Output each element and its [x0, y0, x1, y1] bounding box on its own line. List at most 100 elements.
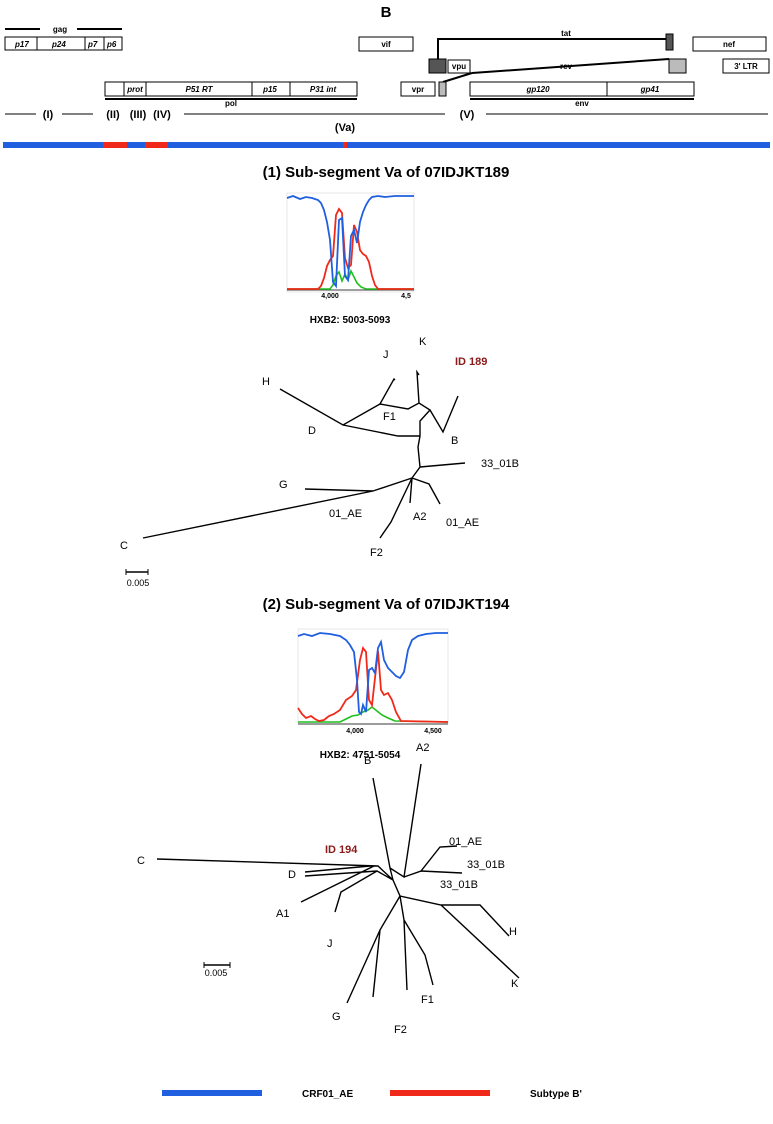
panel-1-tip-f2: F2 [370, 547, 383, 559]
p6-label: p6 [106, 40, 117, 49]
vpr-box [400, 81, 436, 97]
panel-2-red-trace [297, 645, 449, 723]
panel-2-tip-01-ae: 01_AE [449, 836, 482, 848]
panel-1-tip-b: B [451, 435, 458, 447]
panel-letter: B [381, 4, 392, 21]
panel-2-bootscan-frame [297, 628, 449, 725]
nef-box [692, 36, 767, 52]
vpu-label: vpu [452, 62, 466, 71]
pol-label: pol [225, 99, 237, 108]
ltr-label: 3' LTR [734, 62, 758, 71]
panel-2-green-trace [298, 705, 449, 723]
panel-2-scale-label: 0.005 [205, 968, 228, 978]
panel-2-tip-c: C [137, 855, 145, 867]
panel-2-tip-d: D [288, 869, 296, 881]
panel-2-scale-bar: 0.005 [203, 962, 231, 978]
panel-2-tip-f1: F1 [421, 994, 434, 1006]
panel-1-tip-c: C [120, 540, 128, 552]
legend-swatch-subtype-b [390, 1090, 490, 1096]
legend-label-subtype-b: Subtype B' [530, 1089, 582, 1100]
panel-1-tip-h: H [262, 376, 270, 388]
p24-label: p24 [51, 40, 66, 49]
vpu-box [447, 59, 471, 74]
tat-exon1 [428, 58, 447, 74]
mosaic-bar-b-1 [103, 142, 127, 148]
panel-1-tip-01-ae-a: 01_AE [329, 508, 362, 520]
gag-label: gag [53, 25, 67, 34]
panel-1-tip-id-189: ID 189 [455, 356, 487, 368]
legend: CRF01_AE Subtype B' [162, 1089, 582, 1100]
panel-2-bootscan: 4,000 4,500 [297, 628, 449, 735]
panel-1-tip-a2: A2 [413, 511, 426, 523]
segment-iii: (III) [130, 109, 147, 121]
p51rt-label: P51 RT [186, 85, 214, 94]
tat-exon2 [665, 33, 674, 51]
legend-label-crf01-ae: CRF01_AE [302, 1089, 353, 1100]
mosaic-bar-crf01ae [3, 142, 770, 148]
panel-1-tip-d: D [308, 425, 316, 437]
vif-label: vif [381, 40, 391, 49]
rev-line-a [442, 72, 473, 83]
p17-label: p17 [14, 40, 29, 49]
panel-2: (2) Sub-segment Va of 07IDJKT194 4,000 4… [137, 596, 520, 1036]
panel-2-tick-1: 4,000 [346, 728, 364, 735]
segment-v: (V) [460, 109, 475, 121]
panel-2-tip-g: G [332, 1011, 341, 1023]
legend-swatch-crf01-ae [162, 1090, 262, 1096]
panel-1-hxb2: HXB2: 5003-5093 [310, 315, 391, 326]
ltr-box [722, 58, 770, 74]
panel-2-tip-33-01b-a: 33_01B [467, 859, 505, 871]
vif-box [358, 36, 414, 52]
panel-2-tick-2: 4,500 [424, 728, 442, 735]
rev-exon2 [668, 58, 687, 74]
panel-1-blue-trace [286, 195, 414, 289]
p31int-label: P31 int [310, 85, 337, 94]
panel-1-tree [142, 369, 466, 539]
tat-line [437, 38, 669, 59]
rev-exon1 [438, 81, 447, 97]
panel-2-branch [156, 763, 520, 1004]
gp120-label: gp120 [525, 85, 550, 94]
panel-1-tips: H J K ID 189 F1 D B 33_01B G 01_AE A2 01… [120, 336, 519, 559]
segment-i: (I) [43, 109, 54, 121]
panel-1-scale-bar: 0.005 [125, 569, 149, 588]
gp41-label: gp41 [640, 85, 660, 94]
panel-1-title: (1) Sub-segment Va of 07IDJKT189 [263, 164, 510, 181]
panel-2-tip-id-194: ID 194 [325, 844, 358, 856]
panel-1-tip-j: J [383, 349, 389, 361]
mosaic-bar-b-2 [145, 142, 168, 148]
panel-2-tip-33-01b-b: 33_01B [440, 879, 478, 891]
panel-1-tip-01-ae-b: 01_AE [446, 517, 479, 529]
rev-line-b [471, 58, 670, 74]
panel-1-tip-k: K [419, 336, 427, 348]
panel-1-tip-f1: F1 [383, 411, 396, 423]
panel-2-tip-j: J [327, 938, 333, 950]
panel-2-tip-f2: F2 [394, 1024, 407, 1036]
nef-label: nef [723, 40, 735, 49]
panel-2-tip-a2: A2 [416, 742, 429, 754]
panel-1-tick-2: 4,5 [401, 293, 411, 300]
vpr-label: vpr [412, 85, 424, 94]
gag-box [4, 36, 123, 51]
panel-1: (1) Sub-segment Va of 07IDJKT189 4,000 4… [120, 164, 519, 588]
segment-va: (Va) [335, 122, 356, 134]
genome-map: B gag p17 p24 p7 p6 vif tat nef 3' LTR v… [3, 4, 770, 148]
panel-2-title: (2) Sub-segment Va of 07IDJKT194 [263, 596, 510, 613]
panel-2-tip-a1: A1 [276, 908, 289, 920]
panel-2-tip-h: H [509, 926, 517, 938]
panel-1-bootscan: 4,000 4,5 [286, 192, 415, 300]
tat-label: tat [561, 29, 571, 38]
env-label: env [575, 99, 589, 108]
mosaic-bar-b-3 [343, 142, 347, 148]
panel-1-tip-g: G [279, 479, 288, 491]
p7-label: p7 [87, 40, 98, 49]
env-box [469, 81, 695, 97]
panel-2-tree [156, 763, 520, 1004]
panel-1-tip-33-01b: 33_01B [481, 458, 519, 470]
panel-2-hxb2: HXB2: 4751-5054 [320, 750, 401, 761]
panel-2-tips: B A2 01_AE ID 194 33_01B D 33_01B C A1 H… [137, 742, 519, 1036]
panel-1-branch [142, 369, 466, 539]
panel-2-blue-trace [297, 632, 448, 716]
prot-label: prot [126, 85, 143, 94]
